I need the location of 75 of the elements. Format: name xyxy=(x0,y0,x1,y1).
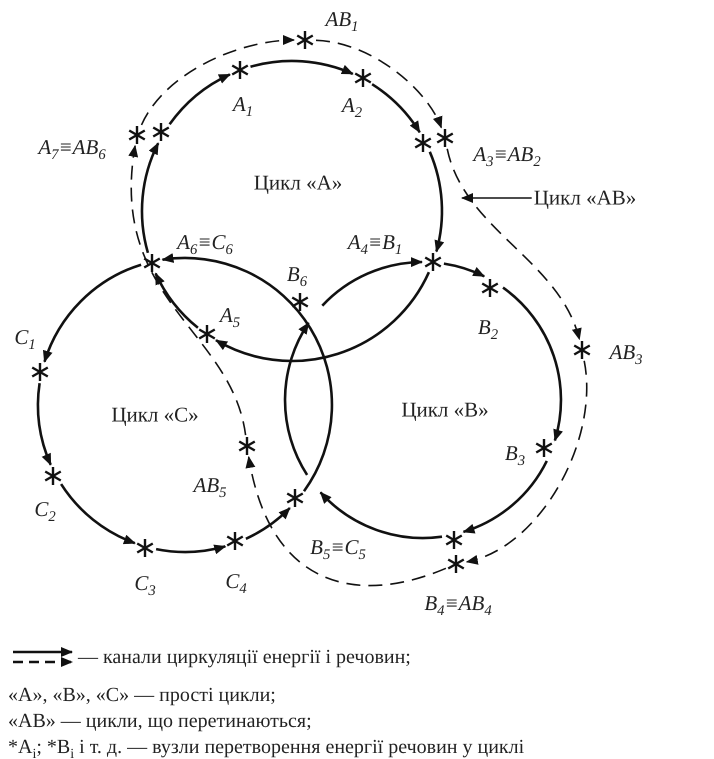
arrow xyxy=(371,83,421,134)
arrow xyxy=(428,151,444,252)
node-star-icon xyxy=(142,253,162,273)
node-label: A$_{1}$ xyxy=(232,94,254,120)
node-star-icon xyxy=(197,324,217,344)
arrow xyxy=(245,507,291,540)
dashed-arrow xyxy=(446,148,581,340)
node-label: B$_{4}$≡AB$_{4}$ xyxy=(424,593,492,619)
node-label: C$_{3}$ xyxy=(134,573,156,599)
node-star-icon xyxy=(135,538,155,558)
node-star-icon xyxy=(353,68,373,88)
arrow xyxy=(60,483,136,544)
legend-note: «АВ» — цикли, що перетинаються; xyxy=(8,710,312,732)
dashed-arrow xyxy=(128,144,246,436)
node-label: B$_{2}$ xyxy=(478,317,498,343)
node-label: B$_{5}$≡C$_{5}$ xyxy=(310,537,366,563)
arrow xyxy=(284,322,310,476)
node-label: A$_{5}$ xyxy=(220,305,240,331)
node-label: AB$_{3}$ xyxy=(610,342,642,368)
node-star-icon xyxy=(413,133,433,153)
node-label: AB$_{5}$ xyxy=(194,475,226,501)
cycle-label: Цикл «АВ» xyxy=(534,186,636,210)
node-label: C$_{1}$ xyxy=(14,327,36,353)
node-star-icon xyxy=(127,125,147,145)
arrow xyxy=(43,263,142,363)
node-star-icon xyxy=(435,128,455,148)
node-star-icon xyxy=(30,362,50,382)
arrow xyxy=(502,286,562,442)
arrow xyxy=(36,383,52,466)
arrow xyxy=(154,272,199,329)
cycle-label: Цикл «С» xyxy=(111,403,199,427)
node-star-icon xyxy=(285,488,305,508)
node-star-icon xyxy=(295,30,315,50)
node-label: A$_{6}$≡C$_{6}$ xyxy=(177,232,233,258)
dashed-arrow xyxy=(140,36,295,126)
node-label: C$_{4}$ xyxy=(225,571,247,597)
arrow xyxy=(168,73,231,126)
arrow xyxy=(462,460,548,534)
cycle-label: Цикл «В» xyxy=(401,398,489,422)
legend-text: — канали циркуляції енергії і речовин; xyxy=(78,646,411,668)
node-star-icon xyxy=(225,531,245,551)
node-star-icon xyxy=(290,292,310,312)
arrow xyxy=(162,254,334,492)
cycle-label: Цикл «А» xyxy=(254,171,342,195)
node-label: B$_{6}$ xyxy=(286,264,308,290)
node-star-icon xyxy=(230,60,250,80)
arrow xyxy=(140,142,160,254)
node-label: AB$_{1}$ xyxy=(326,9,358,35)
dashed-arrow xyxy=(466,360,588,564)
node-star-icon xyxy=(444,530,464,550)
dashed-arrow xyxy=(246,456,446,586)
arrow xyxy=(444,262,486,278)
node-star-icon xyxy=(480,278,500,298)
legend-note: «А», «В», «С» — прості цикли; xyxy=(8,684,276,706)
node-label: B$_{3}$ xyxy=(504,443,526,469)
node-label: A$_{7}$≡AB$_{6}$ xyxy=(38,137,106,163)
node-star-icon xyxy=(237,436,257,456)
node-label: A$_{4}$≡B$_{1}$ xyxy=(348,232,402,258)
node-star-icon xyxy=(151,122,171,142)
arrow xyxy=(321,258,423,307)
node-label: A$_{3}$≡AB$_{2}$ xyxy=(473,144,541,170)
dashed-arrow xyxy=(316,40,442,129)
legend-note: *A$_{i}$; *B$_{i}$ і т. д. — вузли перетворення енергії речовин у циклі xyxy=(8,736,524,759)
node-star-icon xyxy=(423,252,443,272)
node-star-icon xyxy=(572,340,592,360)
leader-arrow xyxy=(461,193,532,203)
node-star-icon xyxy=(534,438,554,458)
node-star-icon xyxy=(43,466,63,486)
arrow xyxy=(156,544,226,554)
node-label: C$_{2}$ xyxy=(34,499,56,525)
arrow xyxy=(320,491,442,540)
node-star-icon xyxy=(446,554,466,574)
arrow xyxy=(250,60,354,76)
node-label: A$_{2}$ xyxy=(342,95,362,121)
arrow xyxy=(215,272,430,362)
